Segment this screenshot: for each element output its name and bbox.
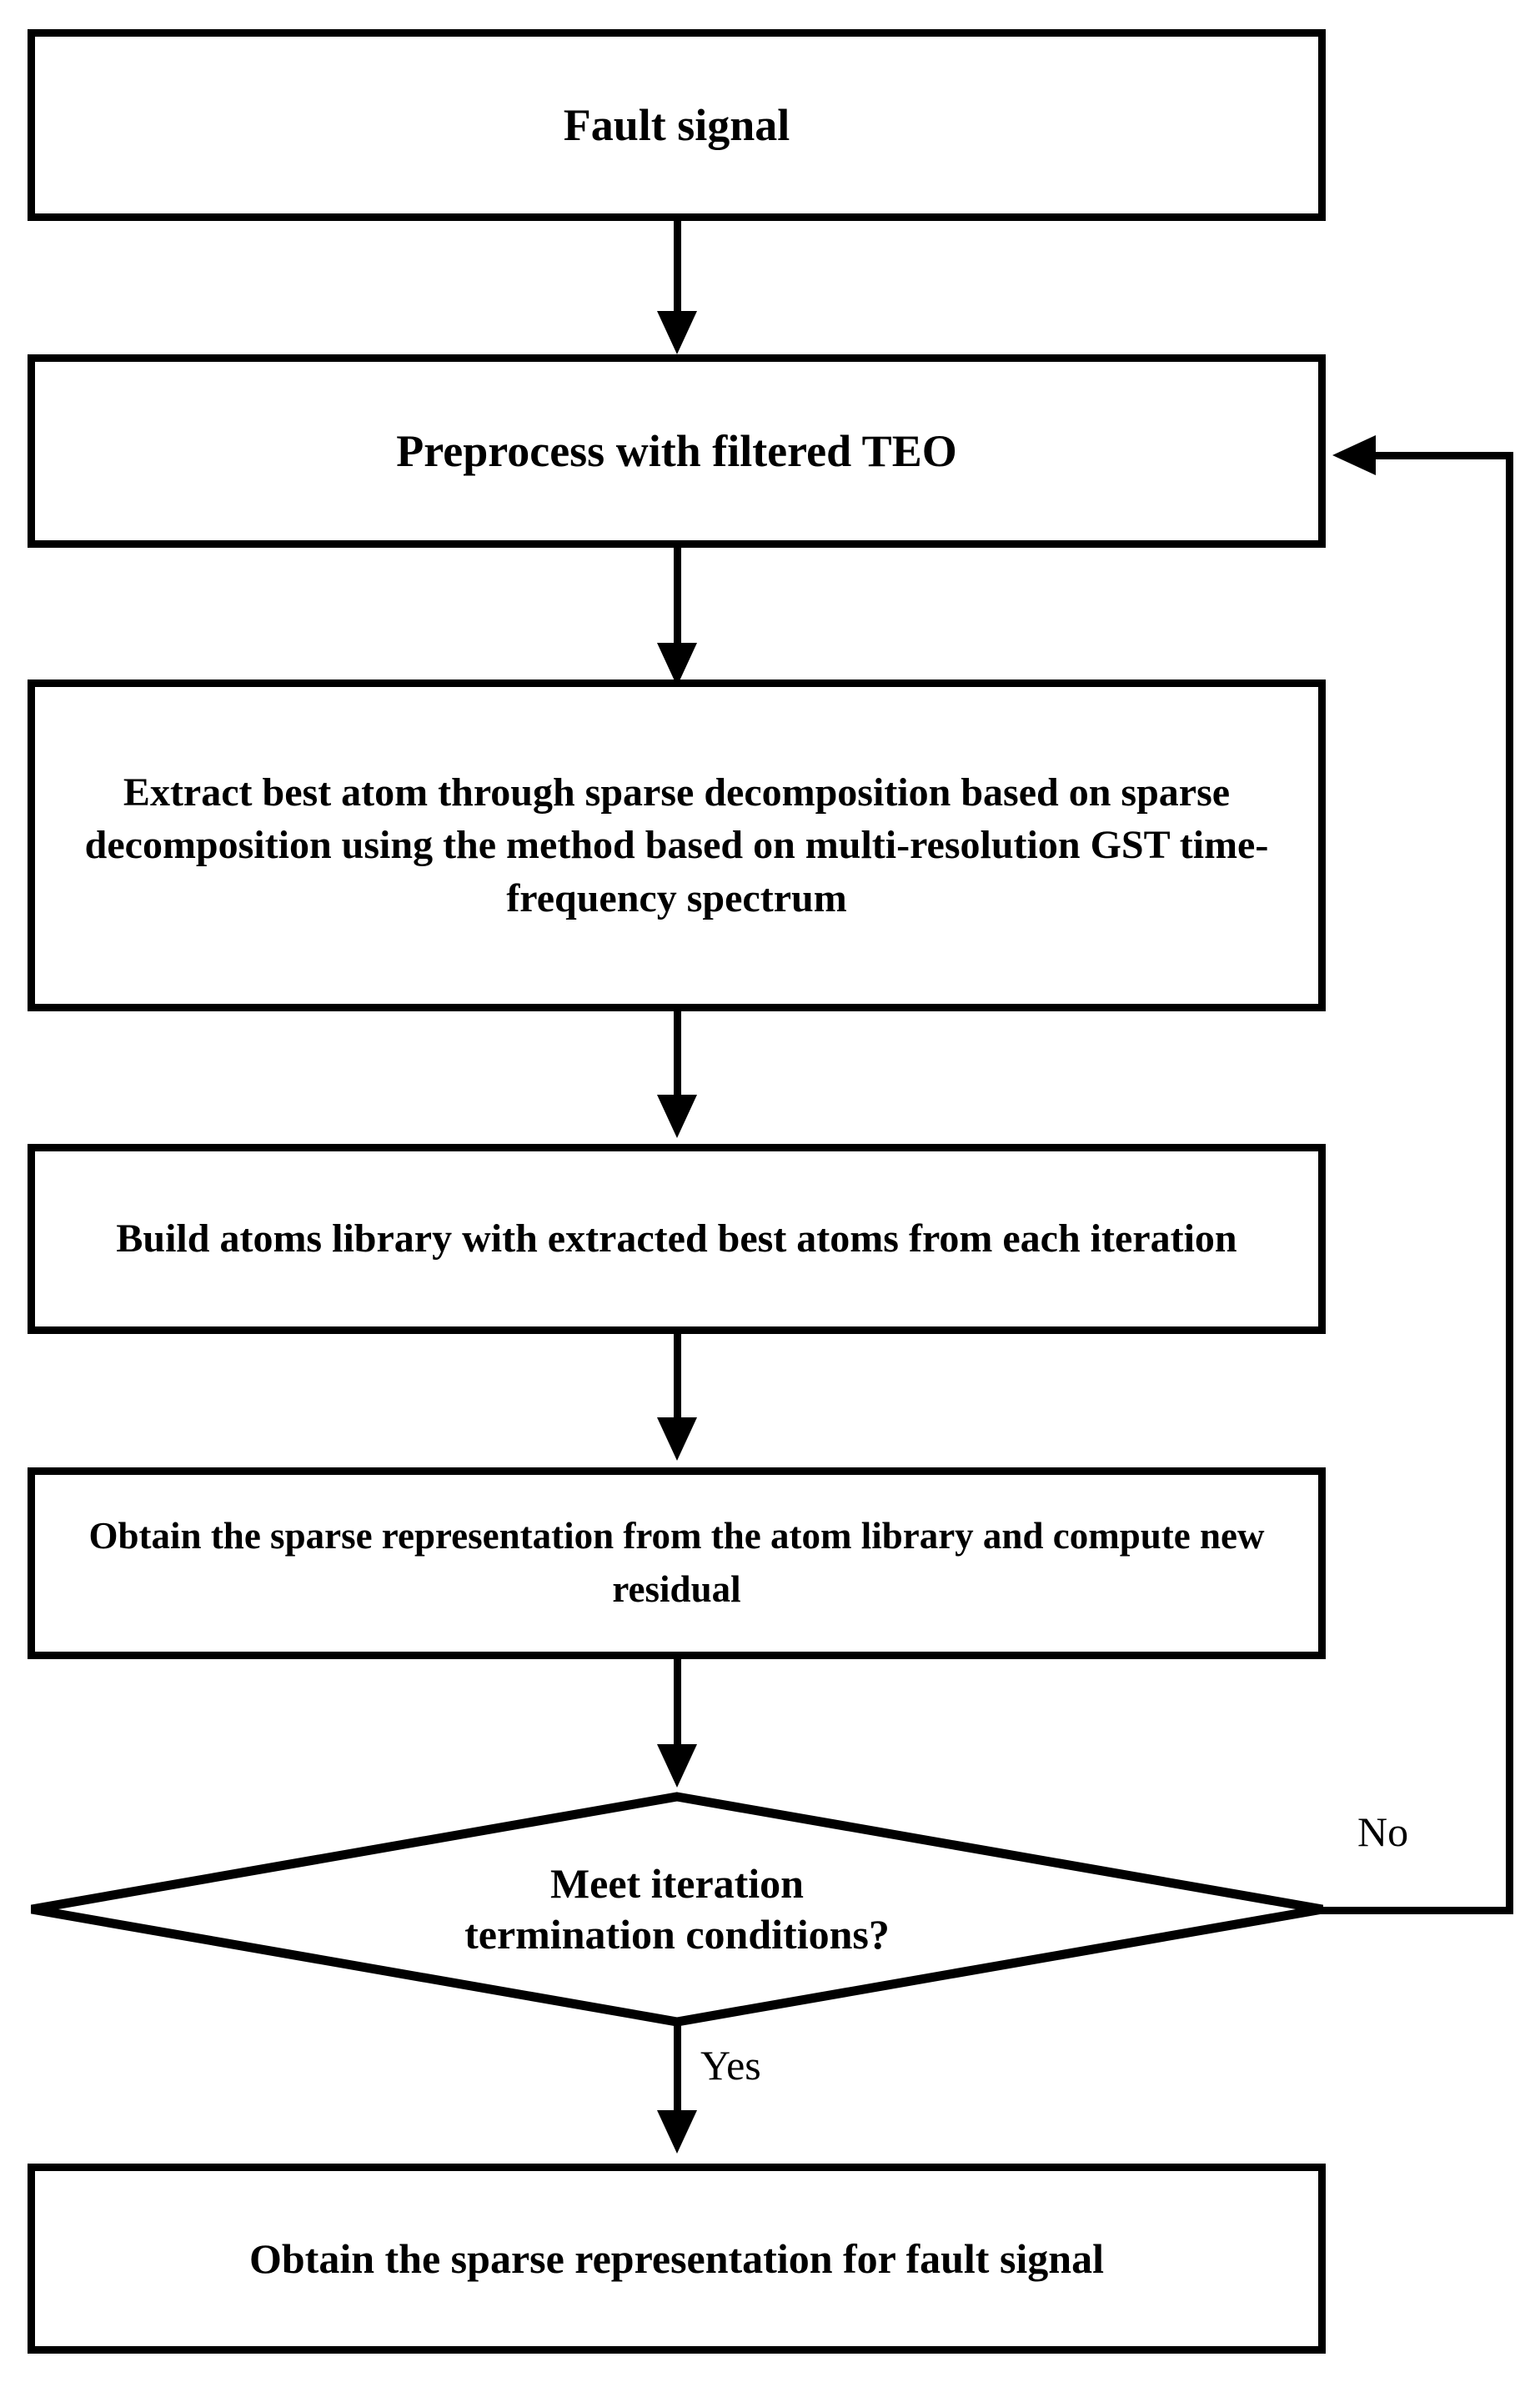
edge-extract-to-build [674,1011,681,1103]
node-build-atoms-library-label: Build atoms library with extracted best … [116,1216,1237,1261]
edge-yes-vertical [674,2022,681,2119]
arrow-build-to-obtain-icon [657,1417,697,1461]
edge-no-vertical-return [1506,452,1513,1914]
edge-obtain-to-decision [674,1659,681,1753]
arrow-yes-to-final-icon [657,2110,697,2154]
node-obtain-sparse-fault-label: Obtain the sparse representation for fau… [248,2234,1105,2282]
node-extract-best-atom-label: Extract best atom through sparse decompo… [84,770,1269,920]
edge-no-horizontal-top [1376,452,1513,459]
arrow-extract-to-build-icon [657,1095,697,1138]
edge-fault-to-preprocess [674,221,681,319]
edge-build-to-obtain [674,1334,681,1426]
edge-label-no: No [1357,1808,1409,1855]
node-obtain-sparse-residual[interactable]: Obtain the sparse representation from th… [28,1467,1326,1659]
node-preprocess-label: Preprocess with filtered TEO [396,425,957,476]
edge-preprocess-to-extract [674,548,681,651]
arrow-obtain-to-decision-icon [657,1744,697,1788]
edge-label-yes: Yes [700,2042,761,2089]
node-build-atoms-library[interactable]: Build atoms library with extracted best … [28,1144,1326,1334]
node-meet-iteration[interactable]: Meet iteration termination conditions? [28,1792,1327,2027]
arrow-preprocess-to-extract-icon [657,643,697,686]
node-preprocess[interactable]: Preprocess with filtered TEO [28,354,1326,548]
arrow-fault-to-preprocess-icon [657,311,697,354]
node-fault-signal[interactable]: Fault signal [28,29,1326,221]
node-fault-signal-label: Fault signal [563,99,790,150]
arrow-no-to-preprocess-icon [1332,435,1376,475]
diamond-shape-icon [31,1792,1323,2027]
node-extract-best-atom[interactable]: Extract best atom through sparse decompo… [28,679,1326,1011]
edge-no-horizontal-bottom [1313,1907,1513,1914]
node-obtain-sparse-fault[interactable]: Obtain the sparse representation for fau… [28,2164,1326,2354]
node-obtain-sparse-residual-label: Obtain the sparse representation from th… [88,1515,1265,1610]
